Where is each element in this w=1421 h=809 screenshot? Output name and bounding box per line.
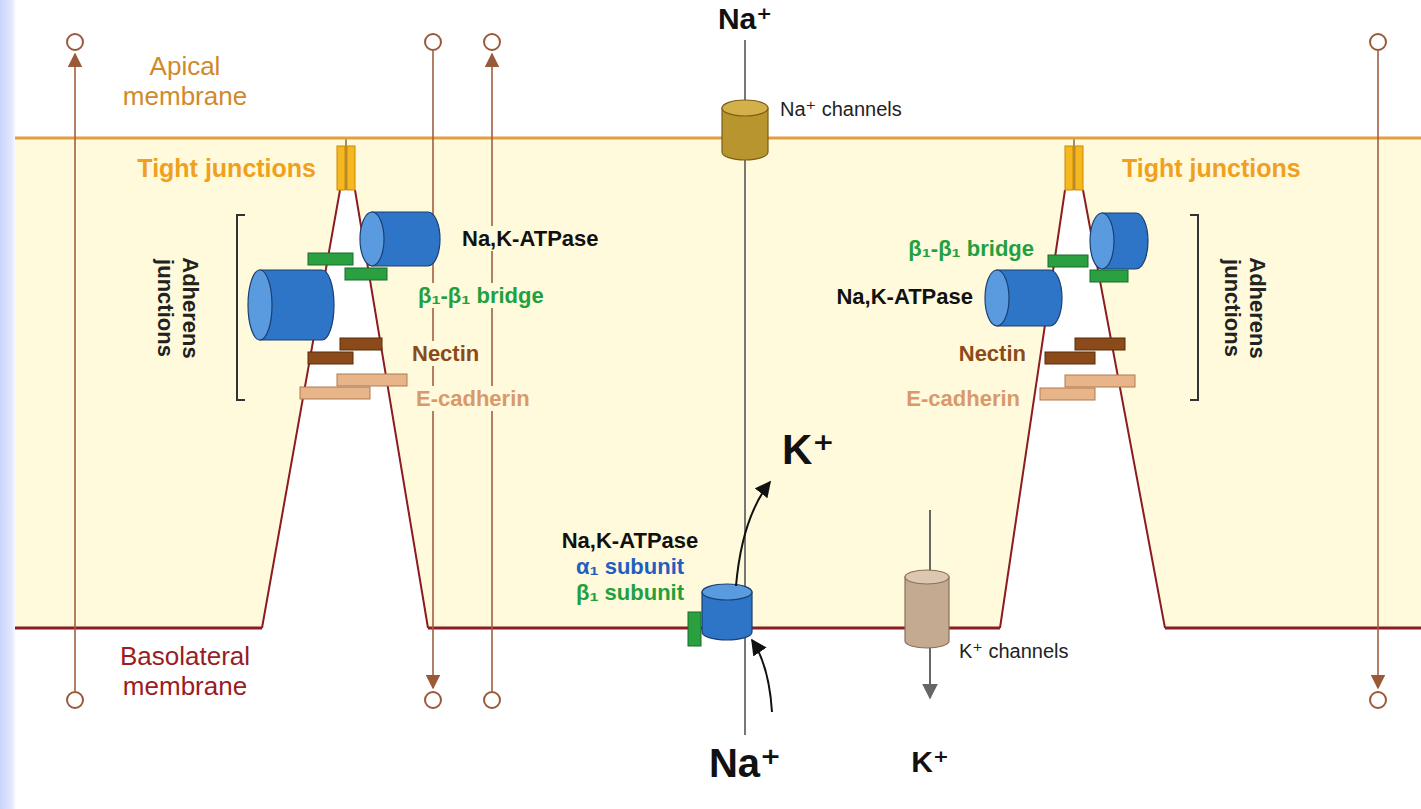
protein-label: Na,K-ATPase (460, 226, 601, 251)
protein-label: Na,K-ATPase (560, 528, 701, 553)
protein-label: Nectin (410, 341, 481, 366)
ion-label: Na⁺ (716, 2, 774, 37)
protein-label: β₁-β₁ bridge (416, 283, 546, 308)
k-uptake-arrow (736, 482, 770, 586)
protein-label: E-cadherin (414, 386, 532, 411)
na-k-atpase-symbol (702, 584, 752, 640)
tight-junction (337, 146, 1083, 190)
membrane-label: Apical membrane (98, 52, 272, 112)
subunit-label: α₁ subunit (574, 554, 686, 579)
junction-label: Adherens junctions (1220, 250, 1271, 366)
flux-line (75, 51, 1378, 691)
k-channel-symbol (905, 570, 949, 648)
protein-label: Nectin (957, 341, 1028, 366)
ion-label: Na⁺ (707, 740, 783, 786)
bracket (237, 215, 245, 400)
beta-subunit-symbol (688, 612, 701, 646)
cell-cytoplasm (15, 138, 1421, 628)
ion-label: K⁺ (909, 745, 951, 780)
junction-label: Tight junctions (1120, 154, 1303, 183)
junction-label: Adherens junctions (153, 250, 204, 366)
solute-circle (67, 34, 1386, 708)
na-k-atpase-symbol (248, 212, 440, 340)
cell-boundary (346, 138, 1074, 190)
membrane-label: Basolateral membrane (98, 642, 272, 702)
junction-label: Tight junctions (135, 154, 318, 183)
channel-label: K⁺ channels (957, 640, 1071, 663)
na-k-atpase-symbol (985, 213, 1148, 326)
k-uptake-arrow (752, 640, 772, 712)
apical-membrane (15, 137, 1421, 140)
channel-label: Na⁺ channels (778, 98, 904, 121)
protein-label: β₁-β₁ bridge (906, 236, 1036, 261)
ion-label: K⁺ (780, 426, 837, 474)
protein-label: Na,K-ATPase (834, 284, 975, 309)
bracket (1190, 215, 1198, 400)
subunit-label: β₁ subunit (574, 580, 686, 605)
na-channel-symbol (722, 100, 768, 160)
protein-label: E-cadherin (904, 386, 1022, 411)
